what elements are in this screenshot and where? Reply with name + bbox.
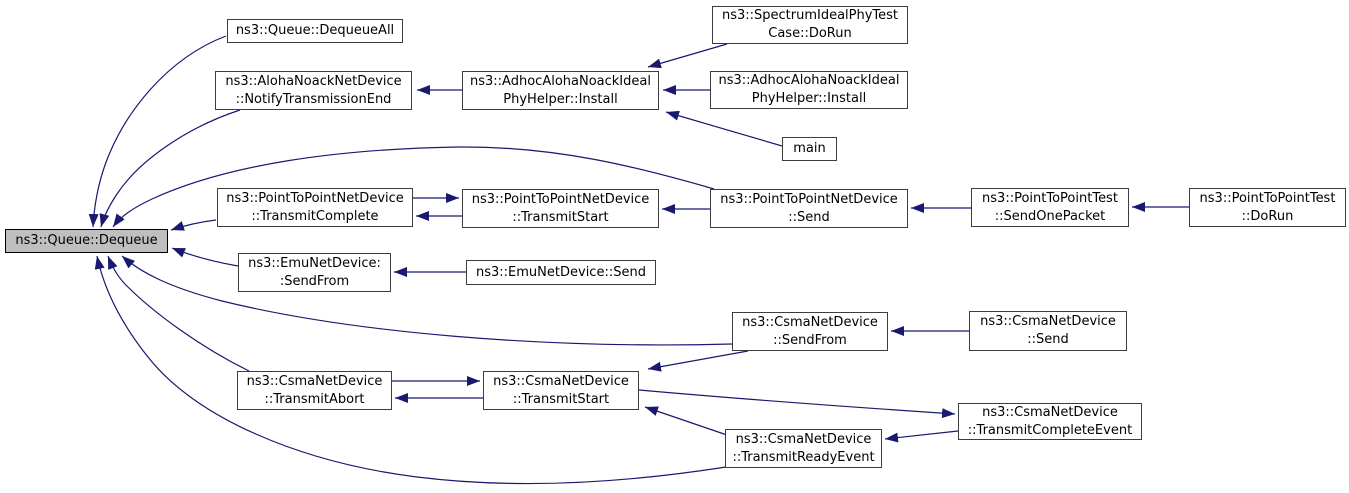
edge-aloha-notify-transmission-end-to-queue-dequeue <box>99 109 241 228</box>
node-adhoc-phyhelper-install-left[interactable]: ns3::AdhocAlohaNoackIdeal PhyHelper::Ins… <box>462 71 659 110</box>
edge-csma-send-from-to-queue-dequeue <box>121 255 733 346</box>
node-ptp-test-dorun[interactable]: ns3::PointToPointTest ::DoRun <box>1189 188 1346 227</box>
node-queue-dequeueall[interactable]: ns3::Queue::DequeueAll <box>227 19 403 43</box>
node-csma-send[interactable]: ns3::CsmaNetDevice ::Send <box>969 311 1127 351</box>
edge-queue-dequeueall-to-queue-dequeue <box>88 35 227 228</box>
edge-csma-transmit-complete-event-to-csma-transmit-ready-event <box>884 430 959 443</box>
edge-csma-transmit-ready-event-to-csma-transmit-start <box>644 406 728 436</box>
node-aloha-notify-transmission-end[interactable]: ns3::AlohaNoackNetDevice ::NotifyTransmi… <box>215 71 412 110</box>
node-ptp-transmit-start[interactable]: ns3::PointToPointNetDevice ::TransmitSta… <box>462 189 659 228</box>
node-spectrum-ideal-phy-test-dorun[interactable]: ns3::SpectrumIdealPhyTest Case::DoRun <box>712 6 908 44</box>
edge-spectrum-ideal-phy-test-dorun-to-adhoc-phyhelper-install-left <box>647 43 728 69</box>
edge-csma-transmit-start-to-csma-transmit-complete-event <box>638 389 956 419</box>
node-queue-dequeue: ns3::Queue::Dequeue <box>5 229 168 253</box>
node-csma-send-from[interactable]: ns3::CsmaNetDevice ::SendFrom <box>732 312 888 351</box>
edge-ptp-send-to-queue-dequeue <box>112 146 715 228</box>
edge-csma-transmit-ready-event-to-queue-dequeue <box>94 255 727 485</box>
node-csma-transmit-abort[interactable]: ns3::CsmaNetDevice ::TransmitAbort <box>237 371 392 410</box>
node-adhoc-phyhelper-install-right[interactable]: ns3::AdhocAlohaNoackIdeal PhyHelper::Ins… <box>710 71 908 109</box>
node-ptp-send[interactable]: ns3::PointToPointNetDevice ::Send <box>710 189 908 228</box>
node-ptp-transmit-complete[interactable]: ns3::PointToPointNetDevice ::TransmitCom… <box>217 188 413 227</box>
node-emu-send[interactable]: ns3::EmuNetDevice::Send <box>466 260 656 285</box>
edge-emu-send-from-to-queue-dequeue <box>171 247 239 267</box>
node-csma-transmit-complete-event[interactable]: ns3::CsmaNetDevice ::TransmitCompleteEve… <box>958 403 1142 440</box>
edge-main-to-adhoc-phyhelper-install-left <box>665 110 783 147</box>
node-csma-transmit-start[interactable]: ns3::CsmaNetDevice ::TransmitStart <box>483 371 639 410</box>
node-emu-send-from[interactable]: ns3::EmuNetDevice: :SendFrom <box>238 253 391 292</box>
edge-ptp-transmit-complete-to-queue-dequeue <box>170 219 217 231</box>
node-main[interactable]: main <box>782 137 837 161</box>
node-ptp-test-send-one-packet[interactable]: ns3::PointToPointTest ::SendOnePacket <box>971 188 1129 227</box>
edge-csma-send-from-to-csma-transmit-start <box>647 350 749 372</box>
edge-csma-transmit-abort-to-queue-dequeue <box>107 255 250 372</box>
node-csma-transmit-ready-event[interactable]: ns3::CsmaNetDevice ::TransmitReadyEvent <box>725 429 882 468</box>
